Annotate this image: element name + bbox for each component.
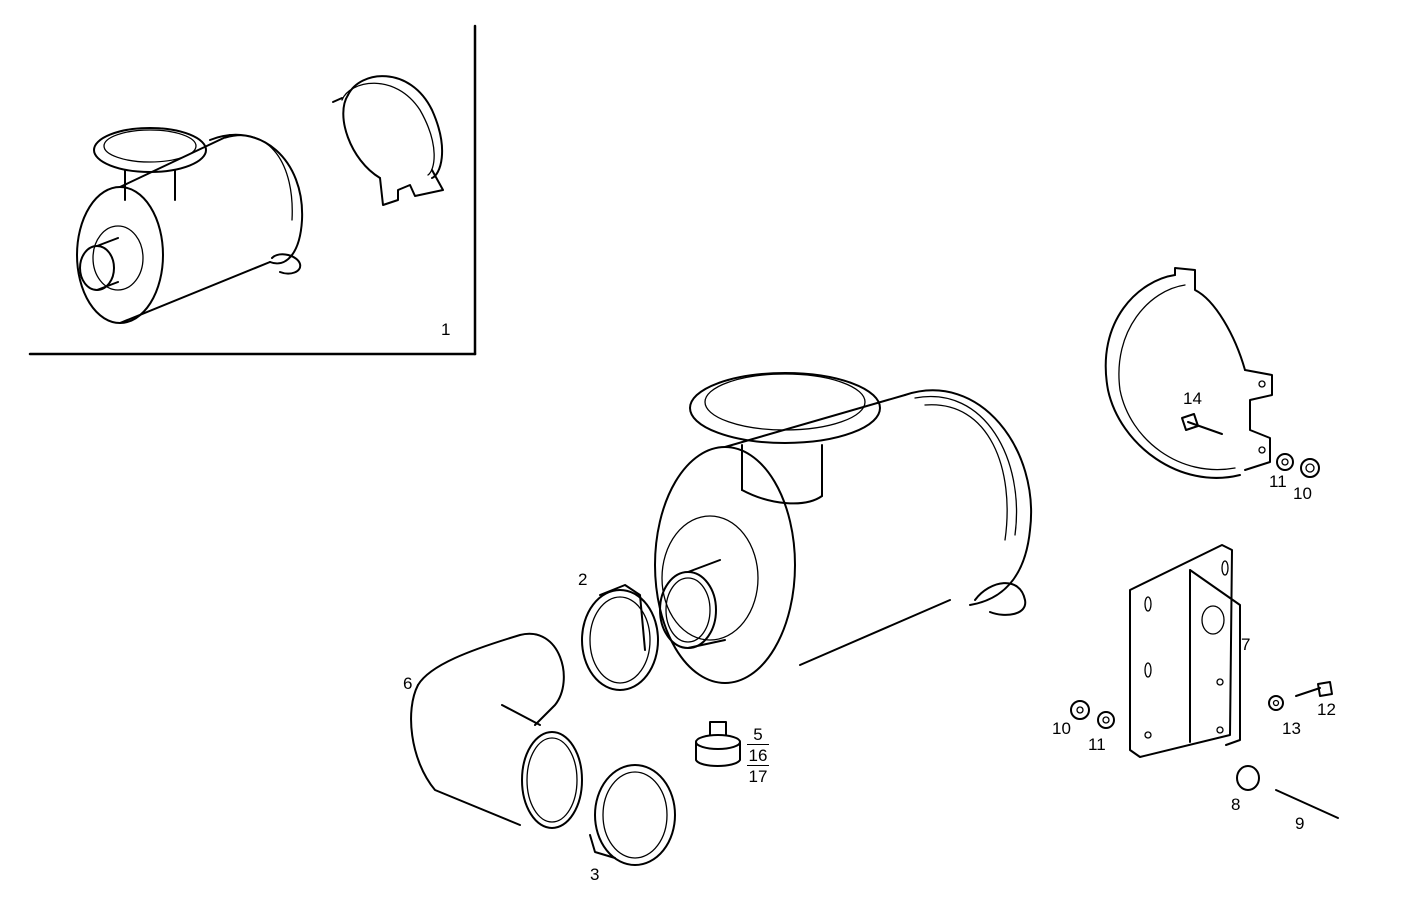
inset-air-filter — [76, 127, 304, 324]
callout-7: 7 — [1241, 635, 1251, 654]
callout-13: 13 — [1282, 719, 1301, 738]
callout-9: 9 — [1295, 814, 1305, 833]
callout-5: 5 — [747, 726, 769, 745]
hose-clamp-upper — [581, 584, 659, 691]
callout-12: 12 — [1317, 700, 1336, 719]
callout-10-bracket: 10 — [1052, 719, 1071, 738]
drain-valve — [695, 721, 741, 767]
air-filter-body — [654, 372, 1033, 684]
callout-6: 6 — [403, 674, 413, 693]
callout-17: 17 — [748, 767, 768, 786]
elbow-hose — [410, 632, 583, 829]
callout-2: 2 — [578, 570, 588, 589]
callout-16: 16 — [747, 746, 769, 766]
callout-10-band: 10 — [1293, 484, 1312, 503]
callout-3: 3 — [590, 865, 600, 884]
inset-frame — [28, 24, 477, 356]
callout-11-band: 11 — [1269, 472, 1287, 491]
callout-8: 8 — [1231, 795, 1241, 814]
bracket-hardware — [1070, 681, 1339, 819]
callout-1: 1 — [441, 320, 451, 339]
callout-14: 14 — [1183, 389, 1202, 408]
inset-band — [332, 75, 444, 206]
callout-11-bracket: 11 — [1088, 735, 1106, 754]
mounting-band — [1104, 267, 1273, 479]
band-nut-washer — [1276, 453, 1320, 478]
callout-5-16-17: 5 16 17 — [747, 726, 769, 788]
hose-clamp-lower — [589, 764, 676, 866]
mounting-bracket — [1129, 544, 1241, 758]
